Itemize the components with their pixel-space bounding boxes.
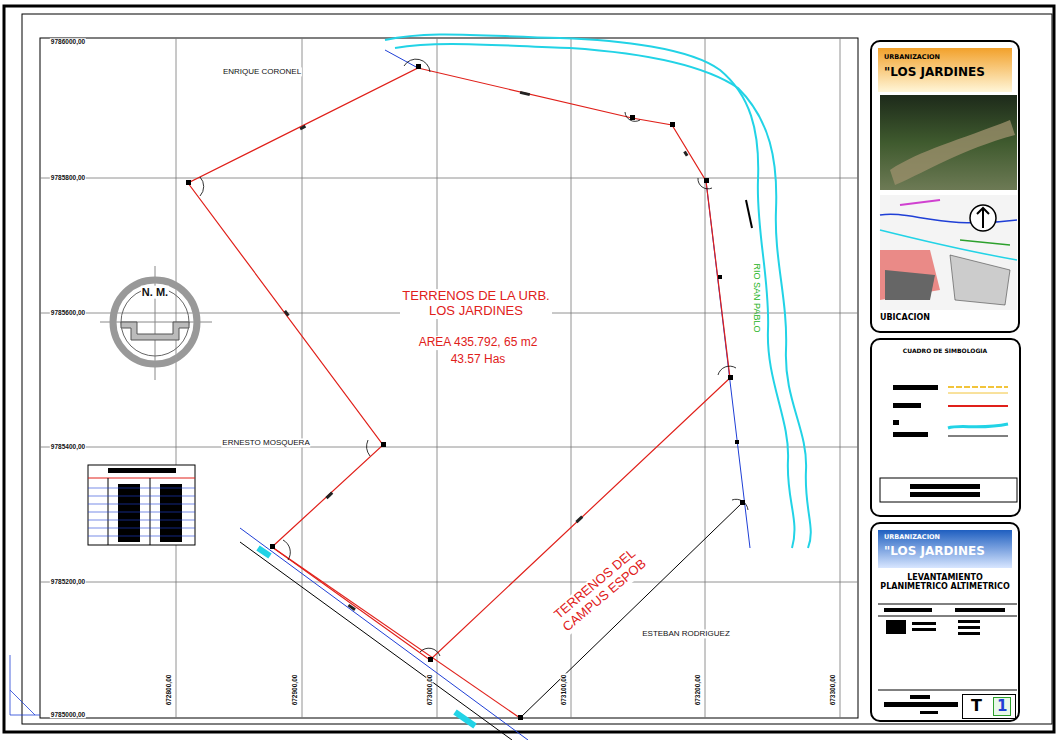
panel-text: URBANIZACION [884,54,940,61]
legend-panel: CUADRO DE SIMBOLOGIA [870,338,1021,517]
symbology-samples [880,385,1017,502]
grid-coordinate: 672800,00 [165,674,172,707]
panel-text: UBICACION [880,314,930,323]
north-label: N. M. [141,286,169,299]
grid-coordinate: 9785400,00 [50,443,86,450]
title-panel: UBICACION URBANIZACION "LOS JARDINES [870,40,1020,333]
panel-text: "LOS JARDINES [884,545,985,558]
grid-coordinate: 9785800,00 [50,174,86,181]
site-photo [890,120,1015,185]
panel-text: URBANIZACION [884,534,940,541]
panel-text: CUADRO DE SIMBOLOGIA [872,348,1018,355]
grid-coordinate: 9785000,00 [50,711,86,718]
ucs-icon [10,655,40,715]
grid-coordinate: 672900,00 [291,674,298,707]
flow-arrow [746,200,752,228]
map-frame [40,38,858,718]
area-value: AREA 435.792, 65 m2 [418,336,539,350]
owner-name: ENRIQUE CORONEL [222,67,302,76]
title-panel: LEVANTAMIENTO PLANIMETRICO ALTIMETRICO UR… [870,522,1020,722]
grid-coordinate: 673200,00 [694,674,701,707]
grid-coordinate: 9785200,00 [50,578,86,585]
coordinate-table [88,465,195,545]
panel-text: 1 [993,697,1011,716]
title-header: URBANIZACION "LOS JARDINES [878,48,1012,92]
inner-frame [22,14,1052,724]
site-photo [880,95,1017,190]
river [385,34,811,548]
boundary-line [385,50,418,68]
property-boundary [188,68,730,660]
panel-text: LEVANTAMIENTO PLANIMETRICO ALTIMETRICO [874,574,1016,592]
sheet-number: T1 [962,694,1016,719]
neighbour-title: TERRENOS DEL CAMPUS ESPOB [540,536,660,644]
title-header: URBANIZACION "LOS JARDINES [878,530,1012,568]
area-value: 43.57 Has [450,353,507,367]
boundary-line [520,503,742,718]
grid-coordinate: 673000,00 [426,674,433,707]
panel-text: T [971,697,982,715]
boundary-line [272,547,520,718]
distance-tag [284,91,689,611]
grid-coordinate: 9786000,00 [50,38,86,45]
owner-name: ESTEBAN RODRIGUEZ [641,629,731,638]
station-marker [186,64,745,720]
grid-coordinate: 673100,00 [560,674,567,707]
coordinate-grid [40,38,858,718]
sheet-frame [4,6,1054,732]
location-map [880,195,1017,310]
north-symbol [100,266,212,380]
grid-coordinate: 673300,00 [829,674,836,707]
owner-name: ERNESTO MOSQUERA [221,438,310,447]
angle-arc [200,59,748,656]
grid-coordinate: 9785600,00 [50,309,86,316]
panel-text: "LOS JARDINES [884,66,985,79]
river-name: RIO SAN PABLO [752,263,762,334]
road [240,528,528,740]
area-title: TERRENOS DE LA URB. LOS JARDINES [400,289,552,319]
